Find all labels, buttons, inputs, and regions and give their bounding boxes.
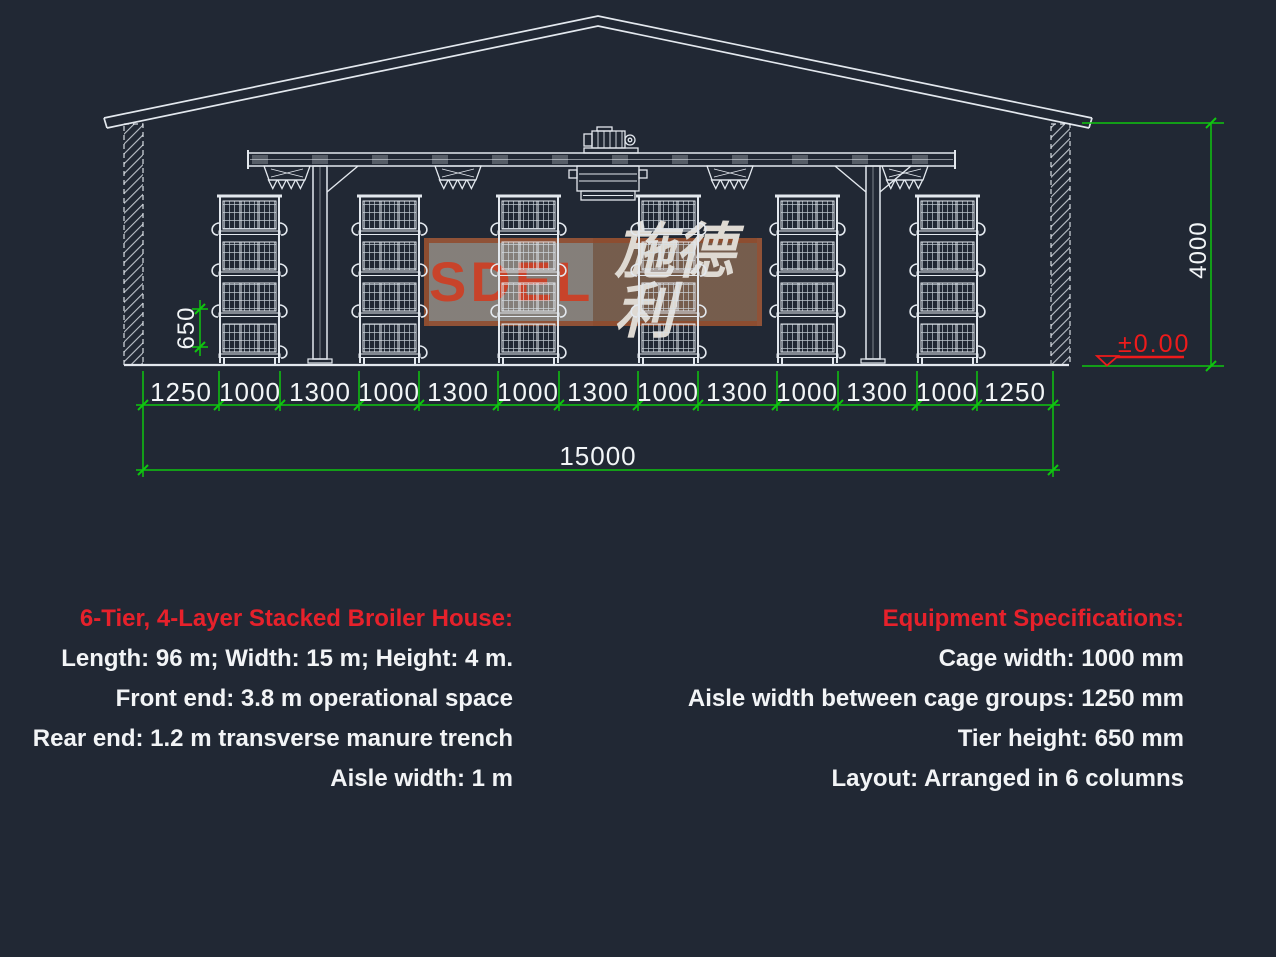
cage-column-1 xyxy=(210,194,289,367)
dim-chain-9: 1300 xyxy=(706,377,768,407)
dim-chain-11: 1300 xyxy=(846,377,908,407)
dim-chain-12: 1000 xyxy=(916,377,978,407)
feed-drive-motor xyxy=(568,126,648,201)
house-spec-notes: 6-Tier, 4-Layer Stacked Broiler House: L… xyxy=(32,605,513,792)
gable-roof xyxy=(103,15,1093,129)
dim-chain-5: 1300 xyxy=(427,377,489,407)
dim-tier-height: 650 xyxy=(173,306,200,350)
feed-hopper-3 xyxy=(706,165,754,190)
house-spec-title: 6-Tier, 4-Layer Stacked Broiler House: xyxy=(79,605,513,632)
left-wall xyxy=(123,123,144,366)
house-spec-line: Aisle width: 1 m xyxy=(330,764,513,792)
cage-column-5 xyxy=(768,194,847,367)
right-wall xyxy=(1050,123,1071,366)
dim-chain-4: 1000 xyxy=(358,377,420,407)
cage-column-6 xyxy=(908,194,987,367)
feed-hopper-4 xyxy=(881,165,929,190)
feed-hopper-2 xyxy=(434,165,482,190)
dim-chain-1: 1250 xyxy=(150,377,212,407)
equipment-spec-line: Aisle width between cage groups: 1250 mm xyxy=(687,684,1184,712)
house-spec-line: Rear end: 1.2 m transverse manure trench xyxy=(32,724,513,752)
equipment-spec-line: Tier height: 650 mm xyxy=(957,724,1184,752)
house-spec-line: Length: 96 m; Width: 15 m; Height: 4 m. xyxy=(61,644,513,672)
dim-chain-3: 1300 xyxy=(289,377,351,407)
dim-chain-8: 1000 xyxy=(637,377,699,407)
equipment-spec-notes: Equipment Specifications: Cage width: 10… xyxy=(687,605,1185,792)
dim-chain-13: 1250 xyxy=(984,377,1046,407)
dim-chain-2: 1000 xyxy=(219,377,281,407)
floor-level-label: ±0.00 xyxy=(1118,330,1191,358)
dim-chain-6: 1000 xyxy=(497,377,559,407)
house-spec-line: Front end: 3.8 m operational space xyxy=(115,684,513,712)
cage-column-4 xyxy=(629,194,708,367)
dimension-lines xyxy=(136,117,1224,477)
support-post-left xyxy=(307,165,359,364)
dim-chain-7: 1300 xyxy=(567,377,629,407)
feed-hopper-1 xyxy=(263,165,311,190)
support-post-right xyxy=(834,165,912,364)
equipment-spec-line: Layout: Arranged in 6 columns xyxy=(831,764,1185,792)
dim-chain-10: 1000 xyxy=(776,377,838,407)
dim-total-width: 15000 xyxy=(559,441,637,471)
equipment-spec-title: Equipment Specifications: xyxy=(882,605,1184,632)
cage-column-2 xyxy=(350,194,429,367)
dim-building-height: 4000 xyxy=(1185,221,1212,279)
level-marker-symbol xyxy=(1094,355,1184,367)
cage-column-3 xyxy=(489,194,568,367)
equipment-spec-line: Cage width: 1000 mm xyxy=(938,644,1184,672)
